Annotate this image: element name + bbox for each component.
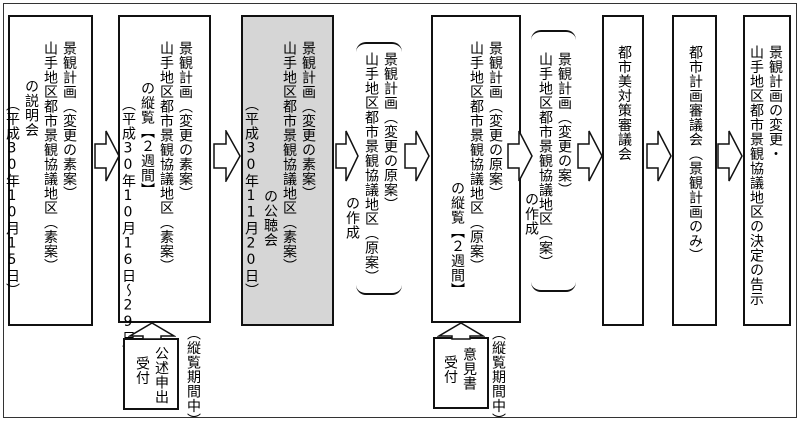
arrow-right-icon bbox=[577, 130, 603, 182]
step-text: 景観計画（変更の素案） bbox=[177, 41, 193, 201]
arrow-right-icon bbox=[335, 130, 359, 182]
step-public-hearing: 景観計画（変更の素案） 山手地区都市景観協議地区（素案） の公聴会 （平成30年… bbox=[241, 15, 334, 326]
arrow-right-icon bbox=[404, 130, 430, 182]
sub-box-written-opinion: 意見書 受付 bbox=[433, 337, 489, 409]
step-text: 景観計画（変更の原案） bbox=[382, 52, 398, 212]
arrow-right-icon bbox=[646, 130, 672, 182]
inspection-period-note: （縦覧期間中） bbox=[490, 326, 506, 428]
sub-text: 公述申出 bbox=[153, 346, 169, 404]
step-text: の縦覧【２週間】 bbox=[449, 181, 465, 297]
sub-text: 意見書 bbox=[461, 347, 477, 391]
step-urban-beauty-council: 都市美対策審議会 bbox=[602, 15, 644, 326]
step-text: 都市計画審議会（景観計画のみ） bbox=[687, 45, 703, 263]
arrow-up-icon bbox=[437, 322, 485, 340]
arrow-up-icon bbox=[128, 322, 176, 340]
step-text: 山手地区都市景観協議地区（案） bbox=[537, 52, 553, 270]
step-text: 都市美対策審議会 bbox=[616, 45, 632, 161]
step-briefing-session: 景観計画（変更の素案） 山手地区都市景観協議地区（素案） の説明会 （平成30年… bbox=[4, 15, 93, 326]
step-draft-inspection: 景観計画（変更の素案） 山手地区都市景観協議地区（素案） の縦覧【２週間】 （平… bbox=[118, 15, 211, 360]
step-draft-creation: 景観計画（変更の原案） 山手地区都市景観協議地区（原案） bbox=[356, 42, 402, 295]
step-text: の説明会 bbox=[23, 79, 39, 137]
diagram-frame bbox=[3, 3, 797, 418]
step-text: 景観計画（変更の原案） bbox=[487, 41, 503, 201]
arrow-right-icon bbox=[507, 130, 533, 182]
step-text: の作成 bbox=[344, 196, 360, 240]
sub-box-public-statement: 公述申出 受付 bbox=[123, 338, 179, 410]
arrow-right-icon bbox=[717, 130, 743, 182]
step-text: 山手地区都市景観協議地区（素案） bbox=[281, 41, 297, 273]
step-text: 山手地区都市景観協議地区（素案） bbox=[42, 41, 58, 273]
step-text: 景観計画の変更・ bbox=[767, 45, 783, 161]
step-text: の作成 bbox=[523, 192, 539, 236]
step-city-planning-council: 都市計画審議会（景観計画のみ） bbox=[672, 15, 717, 326]
sub-text: 受付 bbox=[134, 356, 150, 385]
step-text: 景観計画（変更の素案） bbox=[61, 41, 77, 201]
arrow-right-icon bbox=[94, 130, 120, 182]
step-text: の縦覧【２週間】 bbox=[139, 81, 155, 197]
step-text: 山手地区都市景観協議地区の決定の告示 bbox=[748, 45, 764, 306]
step-proposal-creation: 景観計画（変更の案） 山手地区都市景観協議地区（案） bbox=[531, 30, 576, 292]
step-date: （平成30年11月20日） bbox=[243, 97, 259, 298]
step-text: 山手地区都市景観協議地区（原案） bbox=[363, 52, 379, 284]
step-text: 山手地区都市景観協議地区（原案） bbox=[468, 41, 484, 273]
step-date: （平成30年10月16日～29日） bbox=[120, 97, 136, 360]
step-text: 景観計画（変更の素案） bbox=[300, 41, 316, 201]
step-text: 景観計画（変更の案） bbox=[556, 52, 572, 197]
arrow-right-icon bbox=[213, 130, 241, 182]
step-text: 山手地区都市景観協議地区（素案） bbox=[158, 41, 174, 273]
step-plan-inspection: 景観計画（変更の原案） 山手地区都市景観協議地区（原案） の縦覧【２週間】 bbox=[431, 15, 521, 323]
step-final-notice: 景観計画の変更・ 山手地区都市景観協議地区の決定の告示 bbox=[743, 15, 791, 326]
step-date: （平成30年10月15日） bbox=[4, 97, 20, 298]
sub-text: 受付 bbox=[442, 355, 458, 384]
step-text: の公聴会 bbox=[262, 189, 278, 247]
inspection-period-note: （縦覧期間中） bbox=[185, 326, 201, 428]
